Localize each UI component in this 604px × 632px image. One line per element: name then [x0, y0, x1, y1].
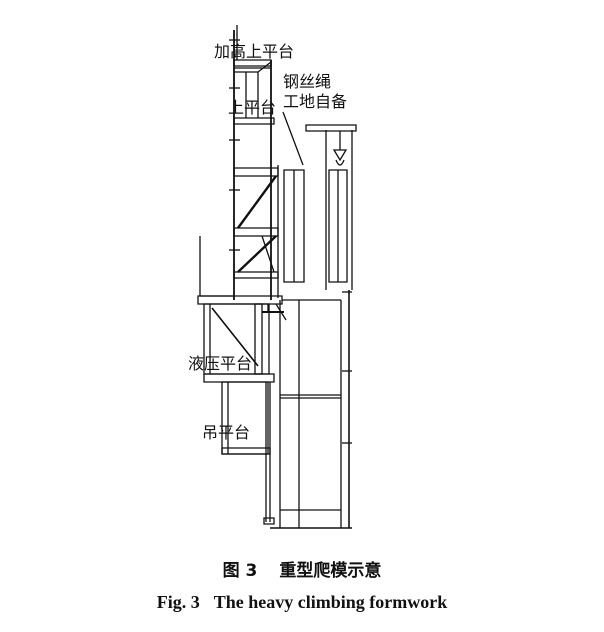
brace-small: [262, 236, 274, 272]
top-platform-deck: [234, 60, 271, 66]
hook-curve: [336, 160, 344, 165]
label-upper-platform: 上平台: [228, 98, 277, 117]
hoist-hook: [334, 131, 346, 160]
label-hanging-platform: 吊平台: [202, 423, 251, 442]
hanging-foot: [264, 518, 274, 524]
anchor-bolt: [276, 304, 286, 320]
figure-caption-english: Fig. 3 The heavy climbing formwork: [0, 592, 604, 613]
formwork-diagram: 加高上平台 上平台 钢丝绳 工地自备 液压平台 吊平台: [0, 0, 604, 545]
label-hydraulic-platform: 液压平台: [188, 354, 253, 373]
hoist-beam: [306, 125, 356, 131]
formwork-drawing: [0, 0, 604, 545]
label-site-supplied: 工地自备: [283, 92, 348, 111]
label-wire-rope: 钢丝绳: [283, 72, 332, 91]
hanging-frame: [222, 382, 268, 454]
brace: [238, 236, 276, 272]
brace: [238, 176, 276, 228]
work-platform-deck: [198, 296, 282, 304]
hydraulic-platform-deck: [204, 374, 274, 382]
caption-en-title: The heavy climbing formwork: [213, 592, 448, 612]
frame-deck-1: [234, 168, 278, 176]
frame-deck-2: [234, 228, 278, 236]
wire-rope-leader: [283, 112, 303, 165]
railing: [234, 62, 271, 72]
upper-platform-deck: [234, 118, 274, 124]
caption-cn-number: 图 3: [222, 561, 258, 581]
frame-deck-3: [234, 272, 278, 278]
figure-caption-chinese: 图 3 重型爬模示意: [0, 556, 604, 581]
caption-en-number: Fig. 3: [156, 592, 200, 612]
hanging-platform-deck: [222, 448, 270, 454]
hydraulic-diagonal: [212, 308, 258, 366]
caption-cn-title: 重型爬模示意: [279, 561, 382, 581]
label-heightened-upper-platform: 加高上平台: [214, 42, 295, 61]
